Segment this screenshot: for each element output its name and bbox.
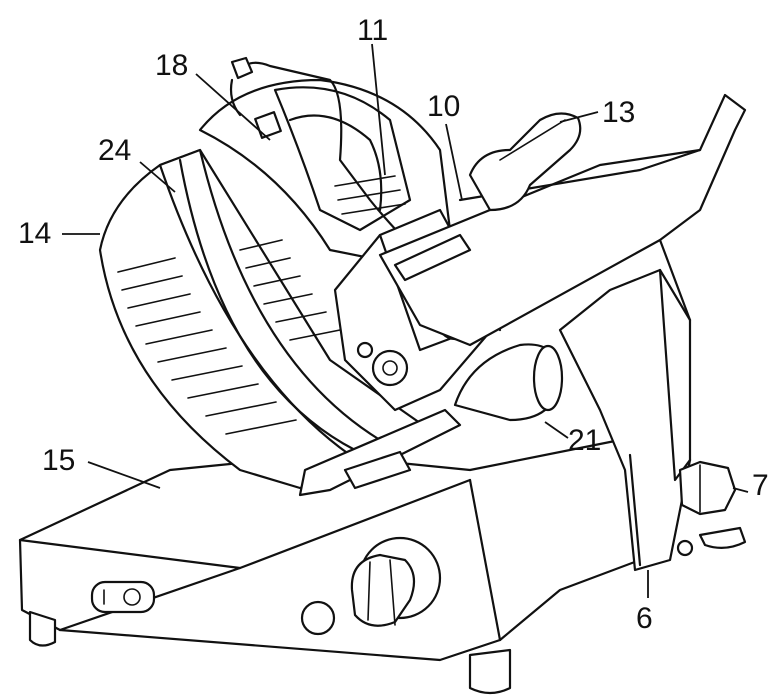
leader-21 <box>544 421 569 439</box>
bolt-lower <box>371 349 409 387</box>
label-14: 14 <box>18 217 51 250</box>
round-button <box>300 600 336 636</box>
tray-ridges <box>117 239 341 435</box>
top-rail <box>378 93 747 347</box>
label-10: 10 <box>427 90 460 123</box>
label-7: 7 <box>752 469 769 502</box>
leader-24 <box>139 161 176 193</box>
leader-10 <box>445 123 463 201</box>
leader-lines <box>62 43 749 598</box>
sharpener <box>453 343 564 422</box>
foot-front <box>468 648 512 695</box>
label-15: 15 <box>42 444 75 477</box>
base-housing <box>18 438 747 695</box>
leader-7 <box>732 487 749 493</box>
power-switch <box>90 580 156 614</box>
label-18: 18 <box>155 49 188 82</box>
upright-arm <box>558 268 737 572</box>
leader-18 <box>195 73 271 141</box>
foot-right <box>698 526 747 549</box>
leader-11 <box>371 43 386 176</box>
label-13: 13 <box>602 96 635 129</box>
callout-labels: 18 11 10 13 24 14 15 21 7 6 <box>18 14 769 635</box>
leader-15 <box>87 461 161 489</box>
label-21: 21 <box>568 424 601 457</box>
carriage <box>98 148 462 497</box>
adjust-knob <box>678 460 737 516</box>
label-6: 6 <box>636 602 653 635</box>
foot-left <box>28 610 57 647</box>
knob <box>350 553 416 627</box>
label-24: 24 <box>98 134 131 167</box>
leader-13 <box>559 111 599 123</box>
label-11: 11 <box>357 14 388 47</box>
